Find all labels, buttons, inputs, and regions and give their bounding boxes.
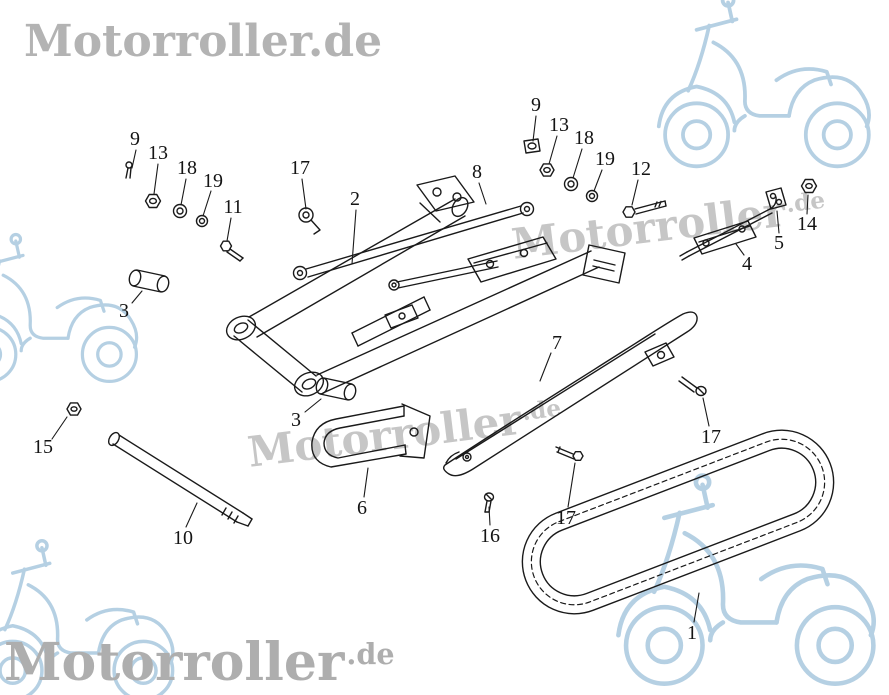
part-callout-16: 16: [480, 525, 500, 547]
part-callout-11: 11: [223, 196, 243, 218]
part-callout-3: 3: [291, 409, 301, 431]
part-callout-17: 17: [556, 507, 576, 529]
leader-line-9: [532, 115, 537, 142]
leader-line-3: [131, 290, 143, 304]
watermark-de-suffix: .de: [346, 637, 395, 672]
part-callout-12: 12: [631, 158, 651, 180]
leader-lines: [51, 115, 809, 623]
leader-line-13: [153, 163, 159, 195]
part-callout-13: 13: [549, 114, 569, 136]
leader-line-11: [226, 217, 232, 242]
part-callout-1: 1: [687, 622, 697, 644]
part-callout-6: 6: [357, 497, 367, 519]
torque-rod-drawing: [292, 201, 535, 291]
leader-line-3: [304, 398, 322, 413]
part-callout-4: 4: [742, 253, 752, 275]
leader-line-1: [693, 592, 700, 623]
leader-line-16: [488, 506, 491, 526]
leader-line-9: [131, 149, 137, 169]
bushing-drawings: [128, 269, 357, 401]
leader-line-5: [776, 210, 780, 234]
chain-slider-drawing: [311, 403, 431, 468]
fastener-drawings: [66, 138, 667, 513]
part-callout-3: 3: [119, 300, 129, 322]
part-callout-15: 15: [33, 436, 53, 458]
leader-line-8: [478, 182, 487, 205]
chain-adjuster-drawing: [679, 178, 818, 261]
part-callout-8: 8: [472, 161, 482, 183]
part-callout-13: 13: [148, 142, 168, 164]
part-callout-10: 10: [173, 527, 193, 549]
leader-line-6: [363, 467, 369, 498]
part-callout-18: 18: [574, 127, 594, 149]
leader-line-17: [702, 397, 710, 427]
watermark-brand-top: Motorroller.de: [24, 16, 383, 67]
part-callout-7: 7: [552, 332, 562, 354]
part-callout-14: 14: [797, 213, 817, 235]
leader-line-14: [806, 194, 809, 215]
part-callout-19: 19: [203, 170, 223, 192]
part-callout-5: 5: [774, 232, 784, 254]
leader-line-17: [301, 178, 307, 210]
leader-line-10: [185, 502, 198, 528]
leader-line-4: [735, 243, 745, 256]
part-callout-2: 2: [350, 188, 360, 210]
watermark-brand-text: Motorroller: [4, 632, 345, 693]
leader-line-7: [539, 352, 552, 382]
leader-line-19: [593, 169, 603, 192]
leader-line-15: [51, 416, 68, 440]
part-callout-19: 19: [595, 148, 615, 170]
part-callout-9: 9: [130, 128, 140, 150]
chain-drawing: [521, 429, 835, 615]
swingarm-drawing: [225, 175, 626, 397]
leader-line-12: [631, 179, 639, 206]
watermark-brand-bottom: Motorroller.de: [4, 632, 395, 693]
pivot-bolt-drawing: [107, 431, 253, 527]
leader-line-18: [572, 148, 583, 179]
part-callout-9: 9: [531, 94, 541, 116]
part-callout-18: 18: [177, 157, 197, 179]
leader-line-2: [351, 209, 357, 265]
part-callout-17: 17: [290, 157, 310, 179]
leader-line-18: [180, 178, 187, 206]
leader-line-19: [202, 190, 212, 217]
chain-guard-drawing: [442, 311, 707, 477]
leader-line-13: [548, 135, 558, 165]
part-callout-17: 17: [701, 426, 721, 448]
leader-line-17: [567, 462, 576, 508]
